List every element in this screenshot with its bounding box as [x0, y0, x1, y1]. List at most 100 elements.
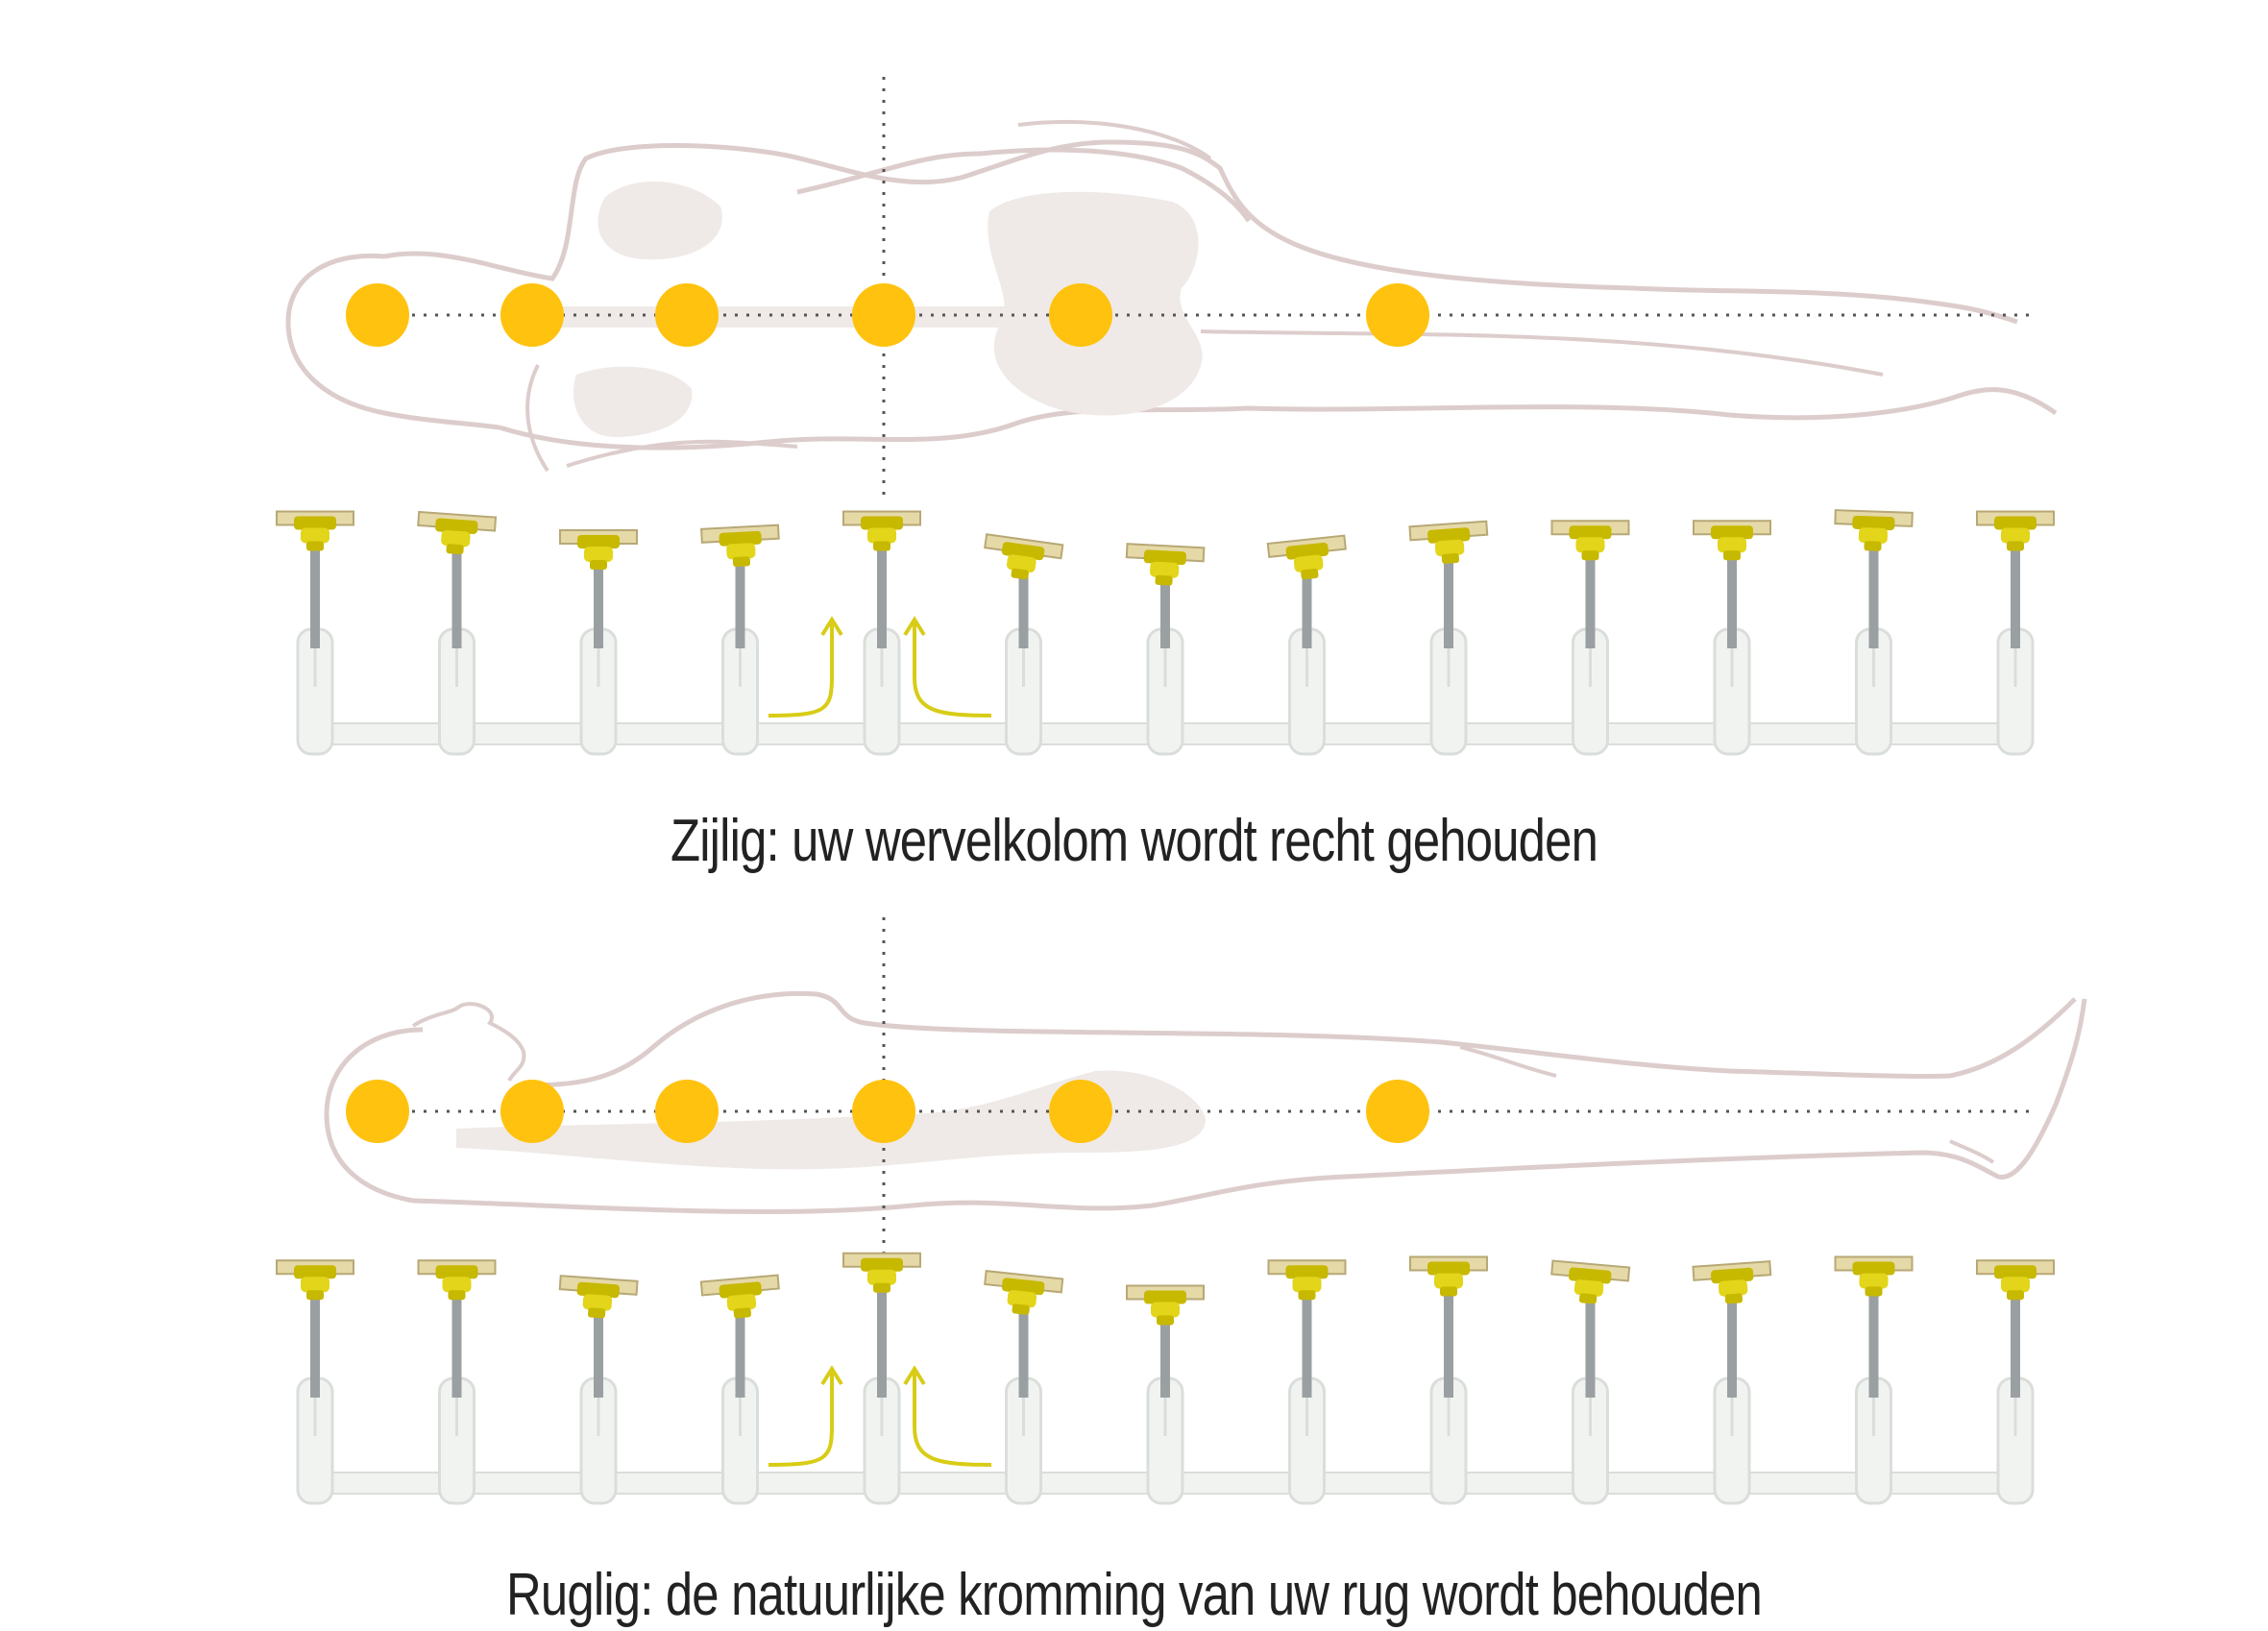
- arrow-head-icon: [903, 1365, 926, 1386]
- slat-head: [1693, 520, 1771, 561]
- slat-cap-neck: [733, 1307, 752, 1319]
- slat-cap-lower: [1150, 561, 1180, 578]
- support-rod: [1160, 583, 1170, 648]
- support-rod: [594, 1316, 603, 1398]
- support-point: [852, 283, 915, 347]
- lift-arrow-left: [768, 620, 834, 718]
- support-point: [500, 283, 564, 347]
- support-rod: [310, 1298, 320, 1398]
- support-rod: [735, 1316, 745, 1398]
- slat-cap: [861, 516, 903, 530]
- arrow-head-icon: [820, 616, 843, 637]
- support-point: [346, 283, 409, 347]
- back-lying-body-silhouette: [324, 990, 2087, 1214]
- slat-cap-neck: [1724, 1293, 1744, 1304]
- slat-cap-neck: [873, 541, 890, 551]
- support-rod: [451, 1298, 462, 1398]
- slat-head: [558, 1275, 639, 1319]
- support-rod: [1160, 1323, 1170, 1398]
- support-rod: [1727, 558, 1737, 648]
- slat-cap: [1852, 1261, 1895, 1276]
- slat-cap-lower: [1293, 554, 1324, 572]
- support-point: [500, 1080, 564, 1143]
- support-rod: [877, 548, 887, 648]
- slat-head: [1692, 1260, 1772, 1304]
- support-rod: [1302, 576, 1312, 648]
- support-rod: [1727, 1302, 1737, 1398]
- slat-head: [276, 1259, 354, 1301]
- back-sleeping-panel: [276, 917, 2087, 1505]
- slat-head: [700, 523, 780, 568]
- slat-cap-lower: [2001, 527, 2030, 544]
- support-rod: [451, 551, 462, 648]
- support-rod: [1444, 561, 1453, 648]
- support-point: [1366, 1080, 1429, 1143]
- slat-head: [1976, 510, 2055, 551]
- slat-cap: [1143, 549, 1186, 566]
- slat-head: [1834, 1255, 1914, 1297]
- slat-cap-neck: [306, 1290, 324, 1301]
- lift-arrow-right: [913, 1369, 992, 1467]
- support-rod: [1302, 1298, 1312, 1398]
- side-sleeping-panel: [276, 77, 2058, 756]
- slat-head: [1408, 520, 1489, 564]
- slat-cap-lower: [726, 1294, 757, 1311]
- slat-cap-lower: [867, 527, 896, 544]
- slat-cap: [1852, 515, 1895, 531]
- slat-cap-lower: [582, 1294, 613, 1311]
- slat-cap: [1144, 1290, 1186, 1304]
- slat-cap-neck: [587, 1307, 606, 1319]
- support-rod: [1585, 558, 1596, 648]
- slat-cap-lower: [442, 1277, 472, 1293]
- back-sleeping-caption: Ruglig: de natuurlijke kromming van uw r…: [506, 1562, 1763, 1628]
- slat-head: [984, 533, 1064, 580]
- support-rod: [735, 564, 745, 648]
- slat-cap-lower: [301, 1277, 329, 1293]
- slat-head: [1550, 1259, 1631, 1304]
- slat-cap-lower: [301, 527, 329, 544]
- slat-cap-lower: [584, 547, 613, 562]
- slat-cap-lower: [1292, 1277, 1322, 1293]
- slat-head: [559, 529, 638, 570]
- slat-cap-lower: [1573, 1279, 1604, 1297]
- slat-cap-lower: [1718, 537, 1746, 553]
- arrow-head-icon: [903, 616, 926, 637]
- slat-cap-lower: [1575, 537, 1605, 553]
- slat-cap: [1285, 1265, 1329, 1279]
- support-point: [1049, 283, 1112, 347]
- slat-cap-lower: [1006, 554, 1036, 572]
- slat-cap-neck: [1011, 568, 1029, 580]
- support-rod: [1585, 1302, 1596, 1398]
- support-rod: [1868, 548, 1879, 648]
- slat-cap: [1711, 1267, 1754, 1284]
- slat-cap: [1427, 1261, 1470, 1276]
- support-point: [1049, 1080, 1112, 1143]
- slat-cap-neck: [1298, 1290, 1316, 1301]
- slat-head: [1550, 520, 1630, 561]
- slat-cap-neck: [448, 1290, 466, 1301]
- slat-cap-neck: [1578, 1293, 1597, 1304]
- slat-cap-lower: [1434, 1273, 1463, 1289]
- slat-cap-lower: [1859, 1273, 1889, 1289]
- slat-cap: [1994, 516, 2036, 530]
- support-point: [346, 1080, 409, 1143]
- support-rod: [1444, 1294, 1453, 1398]
- slat-cap-lower: [1434, 539, 1465, 557]
- slat-cap-lower: [1858, 527, 1889, 544]
- support-rod: [877, 1290, 887, 1398]
- slat-cap-neck: [873, 1282, 890, 1293]
- side-sleeping-caption: Zijlig: uw wervelkolom wordt recht gehou…: [670, 808, 1598, 874]
- slat-head: [699, 1274, 780, 1319]
- slat-cap-neck: [590, 560, 607, 570]
- slat-head: [1976, 1259, 2055, 1301]
- slat-head: [1409, 1255, 1488, 1297]
- support-rod: [310, 548, 320, 648]
- slat-cap-neck: [446, 544, 464, 555]
- slat-cap-neck: [2007, 1290, 2024, 1301]
- slat-cap-neck: [2007, 541, 2024, 551]
- slat-cap: [435, 1265, 478, 1279]
- support-point: [852, 1080, 915, 1143]
- slat-cap: [294, 516, 336, 530]
- slat-head: [1834, 509, 1914, 551]
